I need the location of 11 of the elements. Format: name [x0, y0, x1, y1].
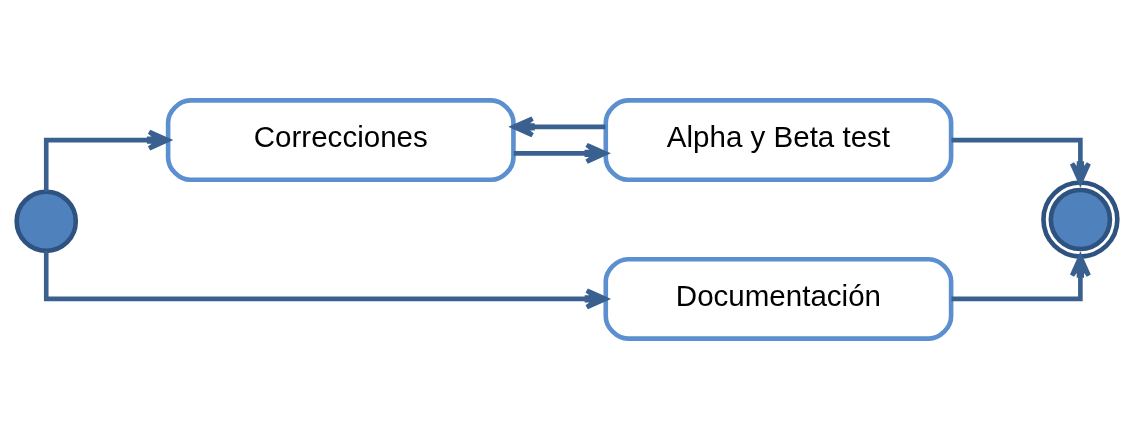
arrow — [43, 129, 171, 192]
arrow — [513, 142, 608, 164]
node-box: Alpha y Beta test — [603, 98, 954, 183]
arrow — [43, 251, 608, 310]
arrow — [951, 137, 1091, 185]
node-circle — [1041, 180, 1120, 259]
arrow — [951, 254, 1091, 302]
node-box: Correcciones — [165, 98, 516, 183]
node-circle — [14, 189, 79, 254]
node-box: Documentación — [603, 256, 954, 341]
arrow — [511, 116, 606, 138]
